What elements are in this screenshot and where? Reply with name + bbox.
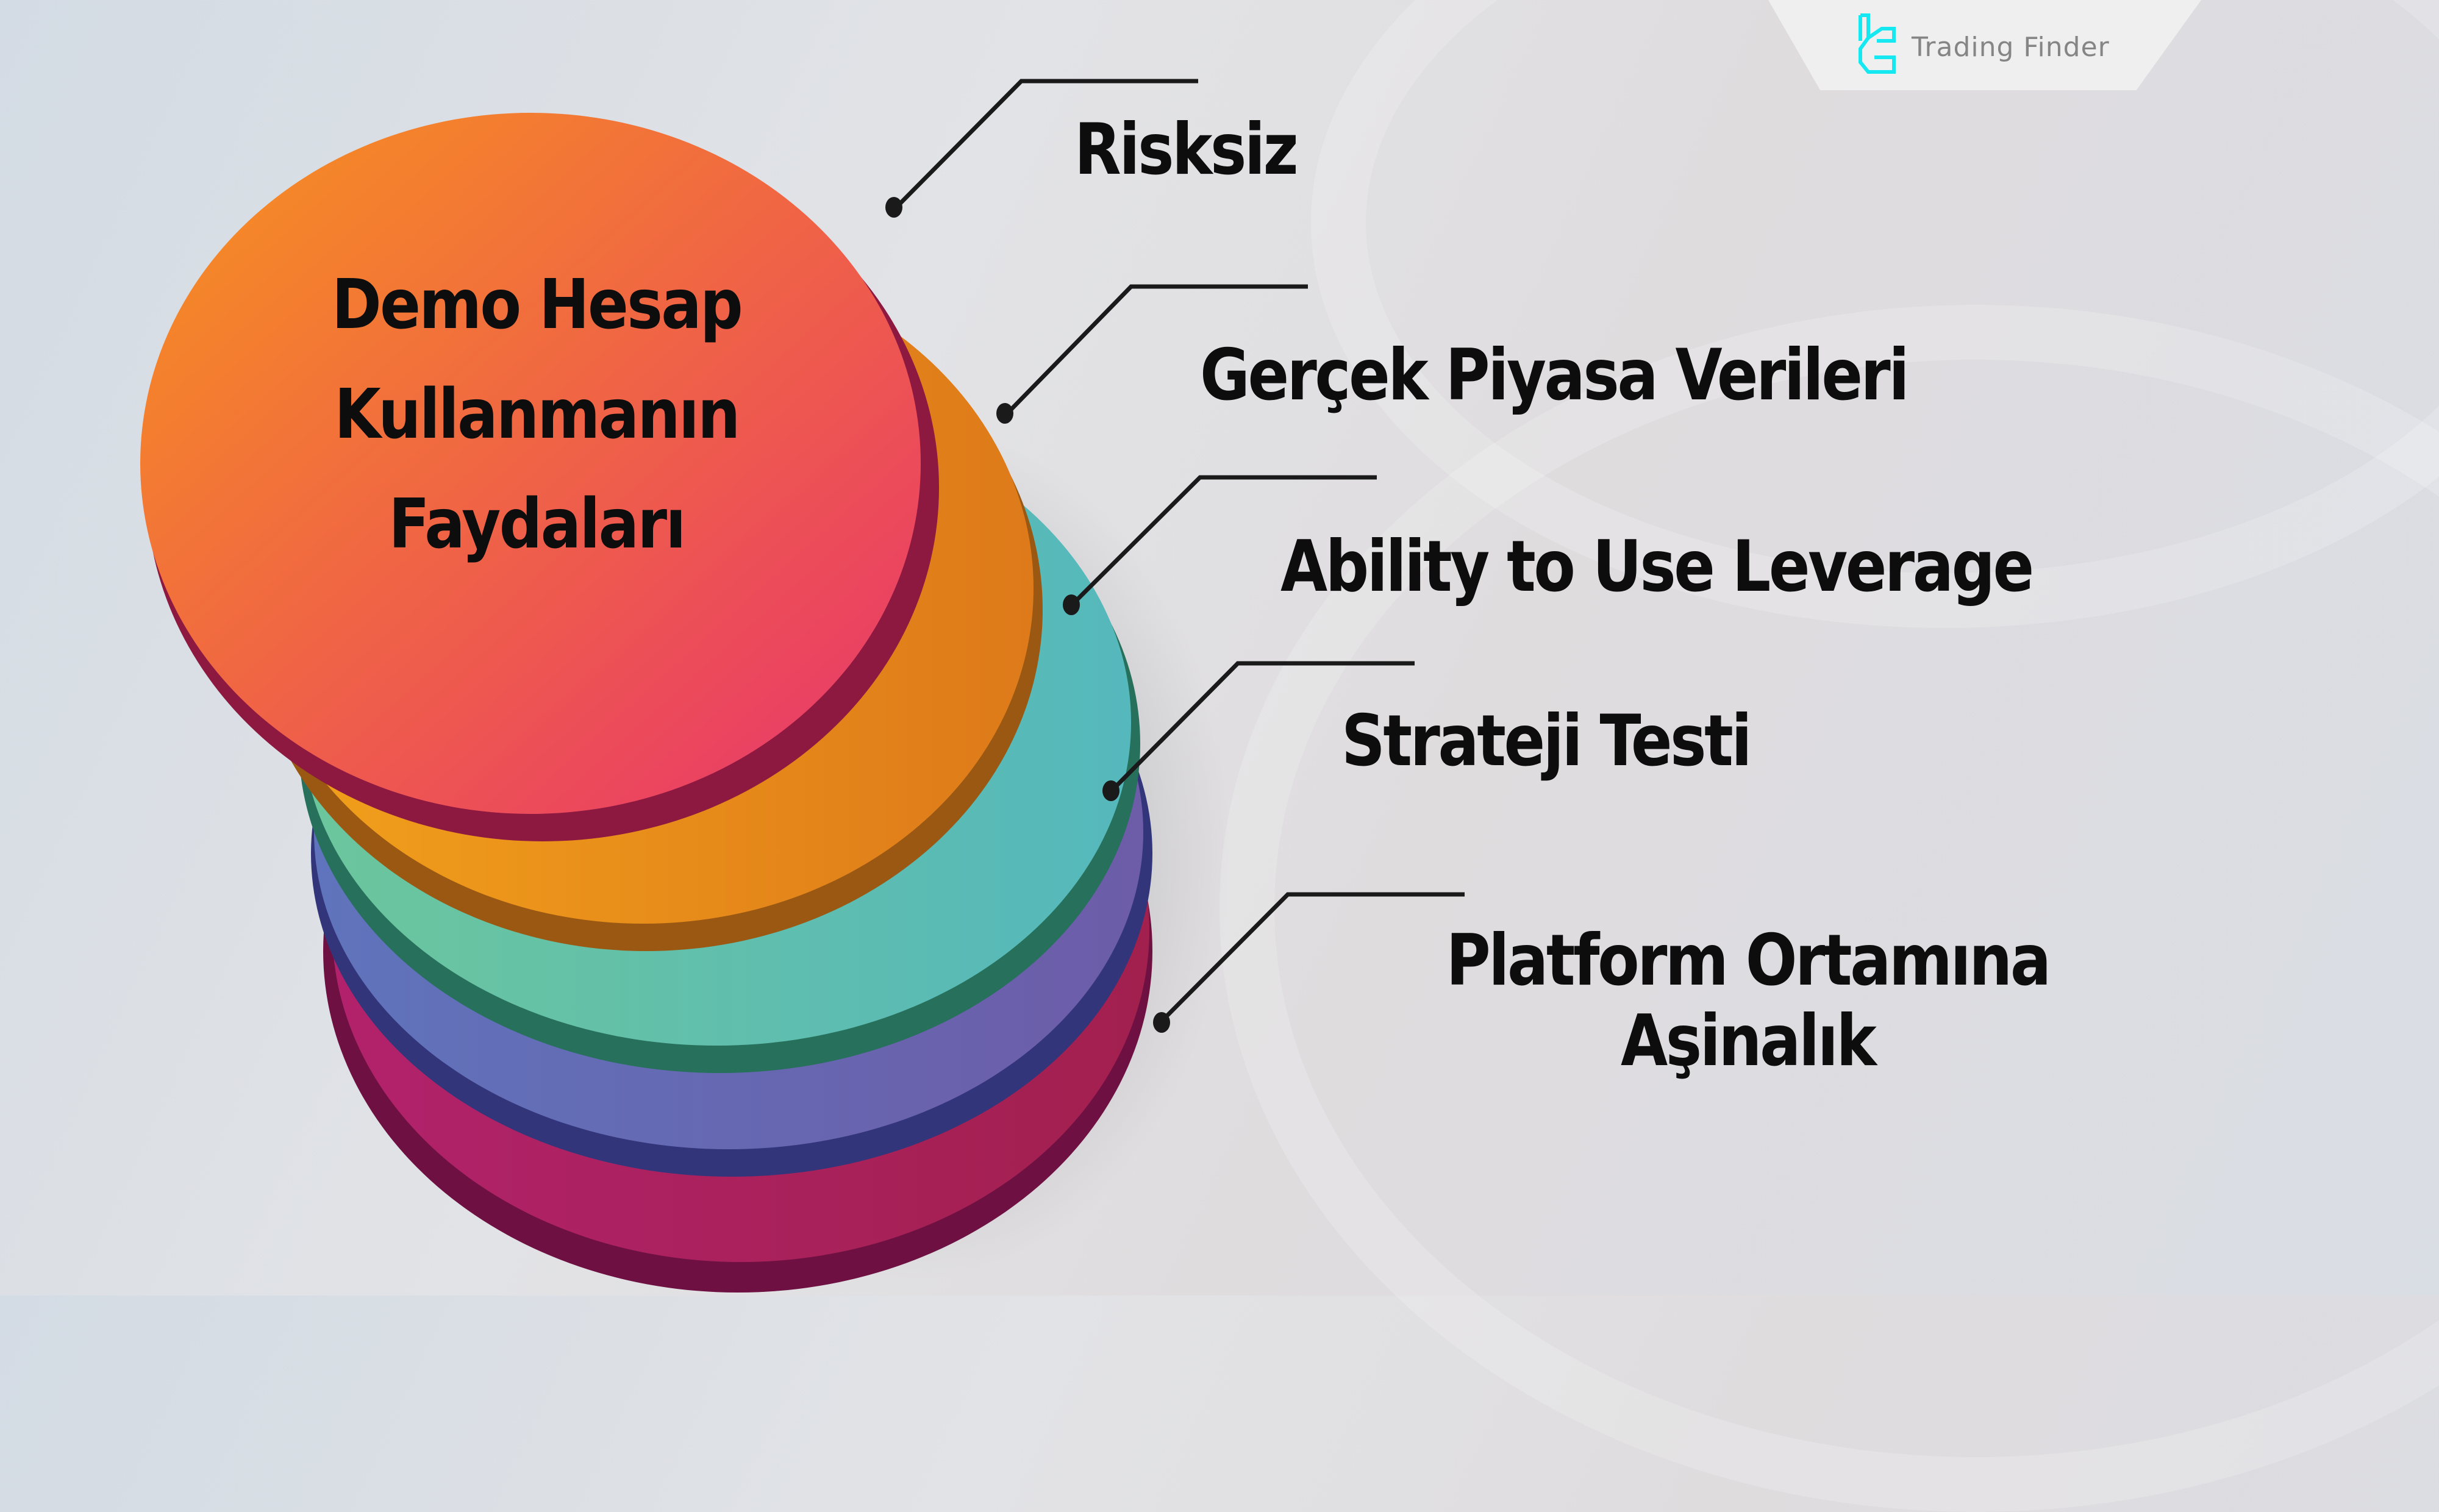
label-line-2: Aşinalık xyxy=(1621,1000,1877,1082)
label-strateji-testi: Strateji Testi xyxy=(1341,700,1752,782)
disc-top xyxy=(140,113,939,841)
label-platform-ortamina-asinalik: Platform Ortamına Aşinalık xyxy=(1396,921,2099,1082)
title-line-1: Demo Hesap xyxy=(331,265,743,344)
label-line-1: Platform Ortamına xyxy=(1446,919,2052,1002)
infographic: Demo Hesap Kullanmanın Faydaları Risksiz… xyxy=(140,0,2439,1512)
title-line-3: Faydaları xyxy=(388,485,686,564)
brand-tab xyxy=(1768,0,2201,90)
diagram-title: Demo Hesap Kullanmanın Faydaları xyxy=(290,250,784,579)
brand-name: Trading Finder xyxy=(1912,32,2110,63)
trading-finder-logo-icon xyxy=(1859,13,1896,74)
title-line-2: Kullanmanın xyxy=(334,375,740,454)
label-ability-to-use-leverage: Ability to Use Leverage xyxy=(1280,526,2034,608)
label-gercek-piyasa-verileri: Gerçek Piyasa Verileri xyxy=(1200,334,1910,416)
disc-stack xyxy=(140,79,1465,1293)
label-risksiz: Risksiz xyxy=(1074,109,1299,191)
